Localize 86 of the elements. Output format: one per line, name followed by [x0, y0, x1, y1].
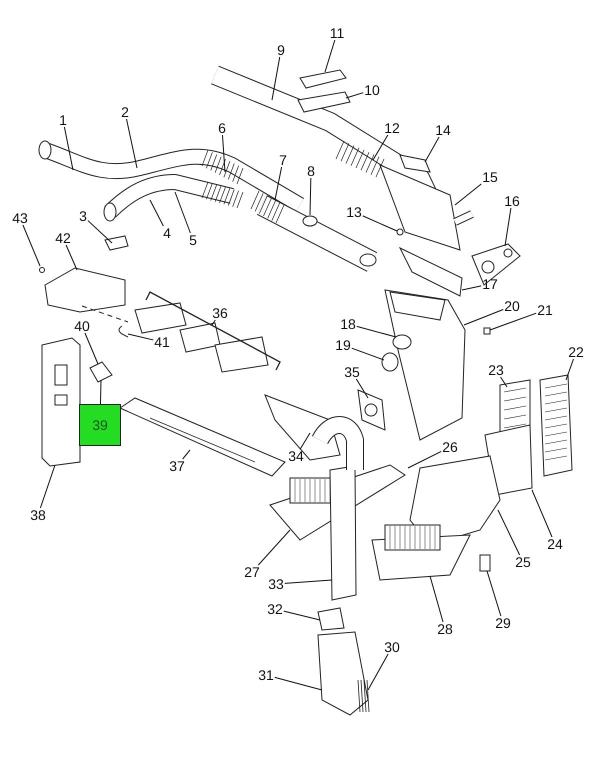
callout-number: 20 — [504, 298, 520, 314]
leader-line — [84, 332, 98, 364]
leader-line — [284, 580, 332, 584]
callout-number: 2 — [121, 104, 129, 120]
leader-line — [100, 380, 102, 406]
callout-number: 29 — [495, 615, 511, 631]
leader-line — [212, 320, 216, 326]
callout-number: 25 — [515, 554, 531, 570]
callout-number: 32 — [267, 601, 283, 617]
leader-line — [408, 450, 442, 468]
leader-line — [182, 450, 190, 460]
callout-number: 15 — [482, 169, 498, 185]
leader-line — [274, 166, 282, 200]
leader-line — [486, 570, 502, 616]
callout-number: 33 — [268, 576, 284, 592]
callout-number: 11 — [330, 25, 344, 41]
leader-line — [532, 490, 553, 538]
leader-line — [454, 184, 482, 206]
callout-number: 21 — [537, 302, 553, 318]
leader-line — [504, 208, 512, 246]
callout-number: 3 — [79, 208, 87, 224]
leader-line — [368, 654, 389, 690]
leader-line — [40, 464, 56, 508]
callout-number: 42 — [55, 230, 71, 246]
callout-number: 27 — [244, 564, 260, 580]
callout-number: 37 — [169, 458, 185, 474]
leader-line — [351, 348, 384, 360]
callout-number: 36 — [212, 305, 228, 321]
leader-line — [283, 610, 320, 620]
callout-number: 38 — [30, 507, 46, 523]
callout-number: 16 — [504, 193, 520, 209]
callout-number: 43 — [12, 210, 28, 226]
callout-number: 24 — [547, 536, 563, 552]
leader-line — [362, 215, 398, 232]
leader-line — [356, 326, 396, 338]
callout-number: 14 — [435, 122, 451, 138]
callout-number: 10 — [364, 82, 380, 98]
callout-number: 9 — [277, 42, 285, 58]
leader-line — [22, 224, 40, 266]
callout-number: 23 — [488, 362, 504, 378]
leader-line — [462, 285, 482, 290]
leader-line — [490, 312, 537, 330]
leader-line — [126, 118, 138, 168]
leader-line — [372, 134, 388, 160]
callout-number: 4 — [163, 225, 171, 241]
leader-line — [64, 126, 74, 170]
callout-number: 35 — [344, 364, 360, 380]
leader-line — [174, 192, 191, 234]
leader-line — [128, 334, 154, 340]
leader-line — [258, 530, 290, 566]
leader-line — [498, 510, 520, 556]
leader-line — [346, 92, 364, 98]
leader-line — [464, 308, 504, 326]
leader-line — [324, 40, 336, 72]
callout-number: 12 — [384, 120, 400, 136]
leader-line — [310, 178, 312, 216]
leader-line — [66, 244, 78, 270]
callout-number: 18 — [340, 316, 356, 332]
callout-number: 31 — [258, 667, 274, 683]
callout-number: 5 — [189, 232, 197, 248]
callout-number: 22 — [568, 344, 584, 360]
leader-line — [300, 432, 310, 450]
callout-number: 8 — [307, 163, 315, 179]
callout-number: 30 — [384, 639, 400, 655]
callout-number: 17 — [482, 276, 498, 292]
callout-number: 26 — [442, 439, 458, 455]
callout-number: 6 — [218, 120, 226, 136]
leader-line — [87, 220, 112, 244]
callout-number: 7 — [279, 152, 287, 168]
leader-line — [222, 134, 226, 172]
callout-number: 41 — [154, 334, 170, 350]
leader-line — [150, 200, 164, 226]
leader-line — [430, 576, 444, 622]
leader-line — [500, 376, 508, 388]
leader-line — [272, 56, 280, 100]
callout-number: 28 — [437, 621, 453, 637]
callout-number: 40 — [74, 318, 90, 334]
callout-number: 19 — [335, 337, 351, 353]
leader-line — [356, 378, 368, 398]
callout-number: 13 — [346, 204, 362, 220]
leader-line — [424, 136, 440, 162]
leader-line — [566, 358, 574, 380]
highlighted-callout-number: 39 — [79, 404, 121, 446]
callout-number: 1 — [59, 112, 67, 128]
leader-line — [274, 676, 322, 690]
callout-number: 34 — [288, 448, 304, 464]
